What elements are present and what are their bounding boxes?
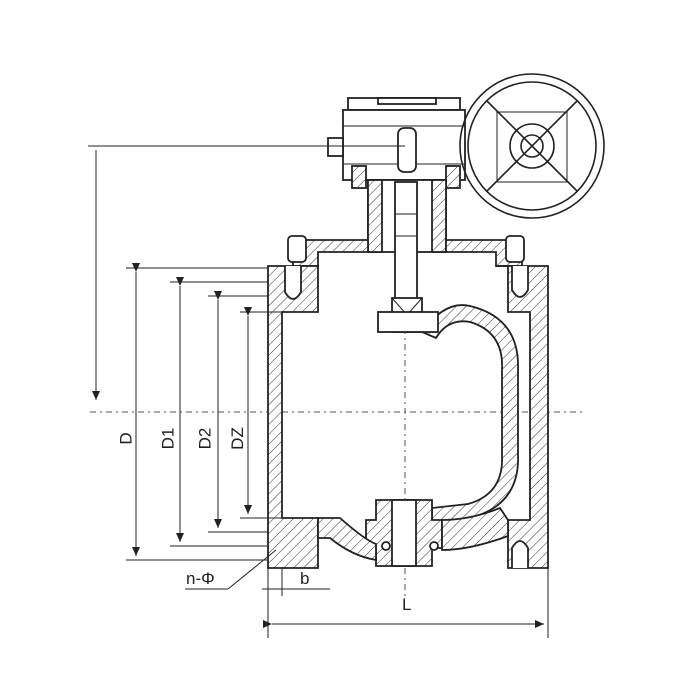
handwheel-rim-outer: [459, 73, 605, 219]
trunnion-bolt: [429, 541, 439, 551]
top-bolt-right: [505, 235, 525, 263]
label-n-phi: n-Φ: [186, 569, 215, 588]
outlet-flange: [496, 265, 549, 569]
label-DZ: DZ: [227, 427, 247, 450]
gearbox-foot-right: [445, 165, 461, 189]
bonnet-wall-left: [367, 179, 383, 253]
label-D2: D2: [195, 427, 215, 450]
handwheel-hub: [509, 123, 555, 169]
body-cavity-wall: [420, 304, 519, 523]
bonnet-wall-right: [431, 179, 447, 253]
label-D: D: [116, 432, 136, 445]
handwheel-hub-center: [520, 134, 544, 158]
valve-stem: [394, 181, 418, 303]
handwheel-rim-inner: [467, 81, 597, 211]
flange-bolt-slot: [511, 266, 529, 298]
label-L: L: [402, 595, 412, 614]
body-bottom-right: [441, 506, 509, 551]
dimensions: [88, 145, 549, 638]
flange-bolt-slot: [511, 540, 529, 568]
inlet-flange: [267, 265, 319, 569]
stem-key: [397, 127, 417, 173]
top-bolt-left: [287, 235, 307, 263]
top-seat: [377, 311, 439, 333]
flange-bolt-slot: [284, 266, 302, 300]
gearbox-cap: [377, 97, 437, 105]
trunnion-pin: [391, 499, 417, 567]
label-D1: D1: [158, 427, 178, 450]
bonnet: [287, 179, 525, 333]
valve-body: [267, 265, 549, 569]
handwheel-spoke: [486, 100, 578, 192]
gearbox-side-bolt: [327, 137, 344, 157]
body-bottom-left: [317, 517, 377, 562]
n-phi-leader: [227, 549, 277, 590]
trunnion-bolt: [381, 541, 391, 551]
gear-operator: [327, 73, 605, 219]
gearbox-foot-left: [351, 165, 367, 189]
handwheel-square: [496, 111, 568, 183]
label-b: b: [300, 569, 310, 588]
